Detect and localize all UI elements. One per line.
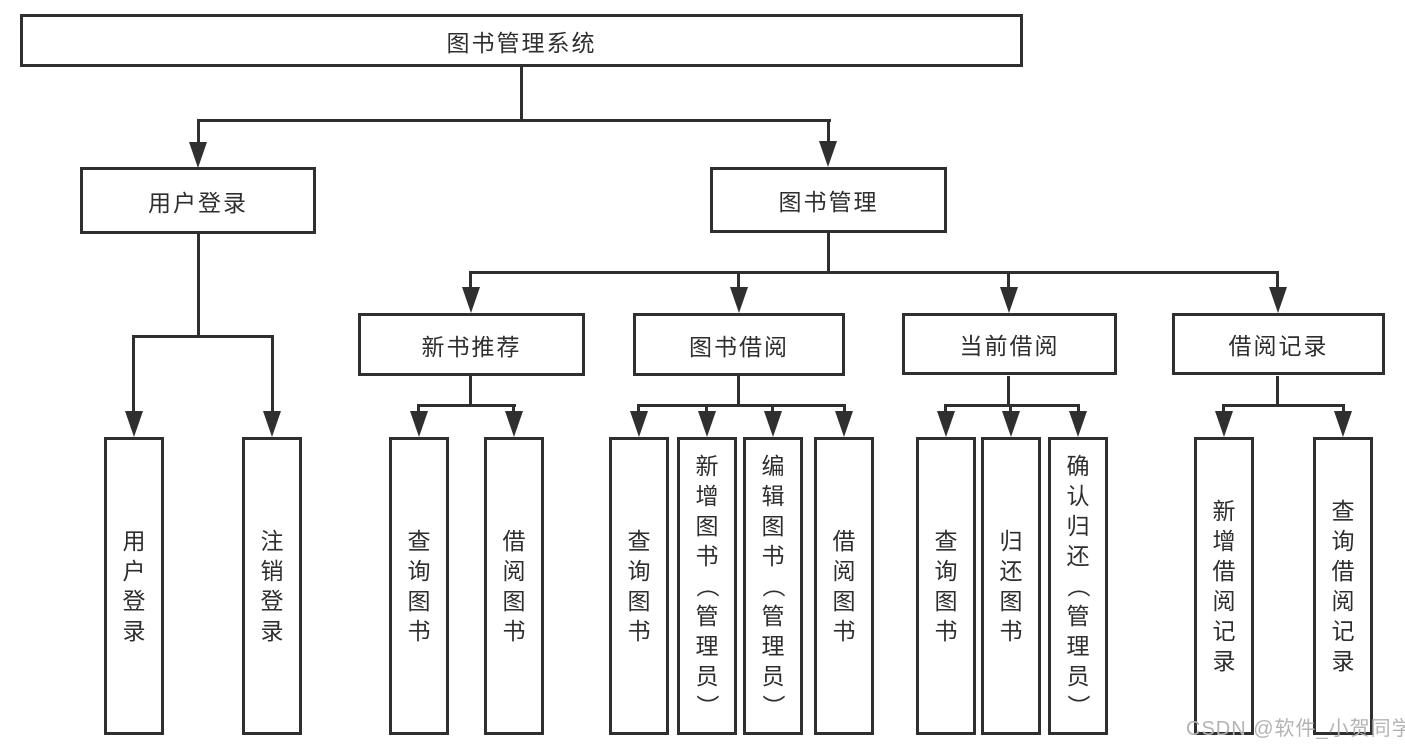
connector-borrow-records-rail <box>1222 404 1345 407</box>
node-leaf-borrow-borrow: 借阅图书 <box>814 437 874 735</box>
arrow-to-leaf-br-add <box>1215 411 1233 437</box>
node-current-borrow-label: 当前借阅 <box>959 333 1060 359</box>
node-root: 图书管理系统 <box>20 14 1023 67</box>
arrow-to-leaf-bb-edit <box>764 411 782 437</box>
connector-current-borrow-rail <box>944 404 1080 407</box>
connector-stub <box>512 404 515 414</box>
connector-drop-book-borrow <box>737 271 740 289</box>
node-leaf-newbooks-query: 查询图书 <box>389 437 449 735</box>
node-leaf-newbooks-query-label: 查询图书 <box>407 528 431 644</box>
connector-login-rail <box>132 335 274 338</box>
arrow-to-leaf-bb-add <box>698 411 716 437</box>
arrow-to-new-books <box>462 287 480 313</box>
connector-drop-leaf-user-login <box>132 335 135 413</box>
arrow-to-book-borrow <box>730 287 748 313</box>
arrow-to-leaf-nb-query <box>410 411 428 437</box>
node-borrow-records: 借阅记录 <box>1172 313 1385 375</box>
node-leaf-records-add: 新增借阅记录 <box>1194 437 1254 735</box>
connector-stub <box>843 404 846 414</box>
arrow-to-leaf-logout <box>263 411 281 437</box>
node-leaf-borrow-query: 查询图书 <box>609 437 669 735</box>
node-leaf-borrow-edit-label: 编辑图书（管理员） <box>760 453 786 718</box>
connector-stub <box>771 404 774 414</box>
node-leaf-user-login-label: 用户登录 <box>122 528 146 644</box>
node-user-login: 用户登录 <box>80 167 316 234</box>
arrow-to-leaf-cb-query <box>937 411 955 437</box>
connector-stub <box>637 404 640 414</box>
connector-stub <box>1077 404 1080 414</box>
node-book-borrow: 图书借阅 <box>633 313 845 376</box>
node-new-books-label: 新书推荐 <box>421 333 522 360</box>
node-leaf-borrow-borrow-label: 借阅图书 <box>832 528 856 644</box>
connector-drop-mgmt <box>827 119 830 147</box>
arrow-to-borrow-records <box>1269 287 1287 313</box>
connector-root-stem <box>520 67 523 121</box>
connector-drop-new-books <box>469 271 472 289</box>
connector-drop-leaf-logout <box>271 335 274 413</box>
node-borrow-records-label: 借阅记录 <box>1228 333 1329 359</box>
connector-book-borrow-rail <box>637 404 846 407</box>
node-book-borrow-label: 图书借阅 <box>689 333 789 360</box>
arrow-to-mgmt <box>819 141 837 167</box>
connector-new-books-stem <box>469 376 472 407</box>
node-leaf-current-query: 查询图书 <box>916 437 976 735</box>
node-leaf-borrow-edit: 编辑图书（管理员） <box>743 437 803 735</box>
connector-mgmt-stem <box>827 233 830 274</box>
node-leaf-borrow-add: 新增图书（管理员） <box>677 437 737 735</box>
node-leaf-user-login: 用户登录 <box>104 437 164 735</box>
csdn-watermark: CSDN @软件_小贺同学 <box>1186 718 1405 740</box>
node-leaf-borrow-query-label: 查询图书 <box>627 528 651 644</box>
node-leaf-current-confirm-label: 确认归还（管理员） <box>1065 453 1091 718</box>
node-leaf-logout: 注销登录 <box>242 437 302 735</box>
connector-current-borrow-stem <box>1007 376 1010 407</box>
arrow-to-login <box>189 142 207 168</box>
connector-level2-rail <box>197 119 831 122</box>
arrow-to-leaf-bb-query <box>630 411 648 437</box>
arrow-to-leaf-user-login <box>125 411 143 437</box>
connector-stub <box>417 404 420 414</box>
connector-drop-borrow-records <box>1276 271 1279 289</box>
arrow-to-leaf-bb-borrow <box>835 411 853 437</box>
node-leaf-newbooks-borrow-label: 借阅图书 <box>502 528 526 644</box>
connector-stub <box>705 404 708 414</box>
arrow-to-leaf-cb-confirm <box>1069 411 1087 437</box>
node-new-books: 新书推荐 <box>358 313 585 376</box>
arrow-to-leaf-nb-borrow <box>505 411 523 437</box>
arrow-to-leaf-br-query <box>1334 411 1352 437</box>
connector-borrow-records-stem <box>1276 376 1279 407</box>
connector-stub <box>1342 404 1345 414</box>
node-leaf-logout-label: 注销登录 <box>260 528 284 644</box>
connector-login-stem <box>197 234 200 338</box>
node-leaf-records-add-label: 新增借阅记录 <box>1212 498 1236 674</box>
arrow-to-current-borrow <box>1000 287 1018 313</box>
node-root-label: 图书管理系统 <box>446 29 597 56</box>
connector-stub <box>1222 404 1225 414</box>
node-leaf-records-query: 查询借阅记录 <box>1313 437 1373 735</box>
connector-new-books-rail <box>417 404 516 407</box>
connector-drop-login <box>197 119 200 147</box>
node-leaf-newbooks-borrow: 借阅图书 <box>484 437 544 735</box>
node-leaf-records-query-label: 查询借阅记录 <box>1331 498 1355 674</box>
node-book-mgmt: 图书管理 <box>710 167 947 233</box>
node-leaf-borrow-add-label: 新增图书（管理员） <box>694 453 720 718</box>
connector-level3-rail <box>469 271 1279 274</box>
node-book-mgmt-label: 图书管理 <box>778 189 879 215</box>
node-leaf-current-return-label: 归还图书 <box>999 528 1023 644</box>
connector-drop-current-borrow <box>1007 271 1010 289</box>
node-leaf-current-query-label: 查询图书 <box>934 528 958 644</box>
node-user-login-label: 用户登录 <box>148 189 248 216</box>
connector-stub <box>1009 404 1012 414</box>
node-leaf-current-return: 归还图书 <box>981 437 1041 735</box>
connector-book-borrow-stem <box>737 376 740 407</box>
node-current-borrow: 当前借阅 <box>902 313 1117 375</box>
node-leaf-current-confirm: 确认归还（管理员） <box>1048 437 1108 735</box>
arrow-to-leaf-cb-return <box>1002 411 1020 437</box>
connector-stub <box>944 404 947 414</box>
